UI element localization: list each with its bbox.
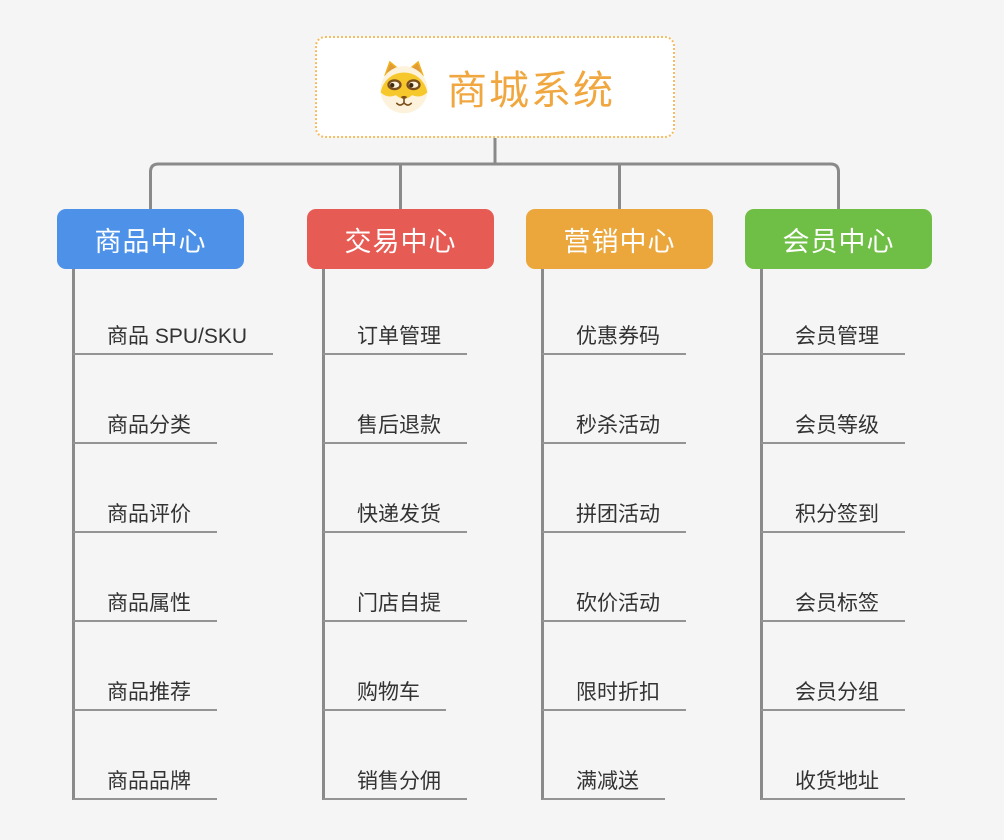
branch-vertical-line	[760, 269, 763, 800]
child-topic-label: 会员等级	[795, 413, 879, 437]
root-title: 商城系统	[447, 69, 615, 113]
child-topic[interactable]: 购物车	[323, 622, 446, 711]
child-topic[interactable]: 商品品牌	[73, 711, 217, 800]
child-topic-label: 优惠券码	[576, 324, 660, 348]
child-topic-label: 会员分组	[795, 680, 879, 704]
branch-label[interactable]: 营销中心	[526, 209, 713, 269]
branch-vertical-line	[72, 269, 75, 800]
child-topic[interactable]: 满减送	[542, 711, 665, 800]
child-topic[interactable]: 售后退款	[323, 355, 467, 444]
child-topic-label: 商品推荐	[107, 680, 191, 704]
child-topic-label: 会员标签	[795, 591, 879, 615]
child-topic-label: 限时折扣	[576, 680, 660, 704]
child-topic[interactable]: 会员管理	[761, 269, 905, 355]
child-topic-label: 秒杀活动	[576, 413, 660, 437]
child-topic-label: 积分签到	[795, 502, 879, 526]
child-topic[interactable]: 快递发货	[323, 444, 467, 533]
child-topic-label: 售后退款	[357, 413, 441, 437]
branch-node-1: 商品中心 商品 SPU/SKU 商品分类 商品评价 商品属性 商品推荐 商品品牌	[57, 209, 327, 809]
child-topic-label: 商品分类	[107, 413, 191, 437]
branch-label[interactable]: 会员中心	[745, 209, 932, 269]
child-topic-label: 拼团活动	[576, 502, 660, 526]
branch-label[interactable]: 商品中心	[57, 209, 244, 269]
branch-vertical-line	[322, 269, 325, 800]
child-topic[interactable]: 收货地址	[761, 711, 905, 800]
child-topic-label: 销售分佣	[357, 769, 441, 793]
child-topic[interactable]: 商品推荐	[73, 622, 217, 711]
child-topic[interactable]: 优惠券码	[542, 269, 686, 355]
child-topic-label: 购物车	[357, 680, 420, 704]
child-topic-label: 快递发货	[357, 502, 441, 526]
child-topic-label: 订单管理	[357, 324, 441, 348]
child-topic-label: 会员管理	[795, 324, 879, 348]
dog-face-icon	[380, 60, 428, 114]
child-topic-label: 商品 SPU/SKU	[107, 324, 248, 348]
child-topic[interactable]: 销售分佣	[323, 711, 467, 800]
child-topic[interactable]: 砍价活动	[542, 533, 686, 622]
branch-node-4: 会员中心 会员管理 会员等级 积分签到 会员标签 会员分组 收货地址	[745, 209, 1004, 809]
child-topic[interactable]: 会员等级	[761, 355, 905, 444]
child-topic[interactable]: 会员标签	[761, 533, 905, 622]
branch-vertical-line	[541, 269, 544, 800]
root-node[interactable]: 商城系统	[315, 36, 675, 138]
child-topic-label: 收货地址	[795, 769, 879, 793]
child-topic-label: 商品属性	[107, 591, 191, 615]
child-topic[interactable]: 商品分类	[73, 355, 217, 444]
child-topic-label: 满减送	[576, 769, 639, 793]
child-topic[interactable]: 商品属性	[73, 533, 217, 622]
child-topic[interactable]: 会员分组	[761, 622, 905, 711]
child-topic[interactable]: 积分签到	[761, 444, 905, 533]
child-topic-label: 商品评价	[107, 502, 191, 526]
child-topic[interactable]: 秒杀活动	[542, 355, 686, 444]
branch-children: 优惠券码 秒杀活动 拼团活动 砍价活动 限时折扣 满减送	[542, 269, 686, 800]
child-topic-label: 门店自提	[357, 591, 441, 615]
branch-node-3: 营销中心 优惠券码 秒杀活动 拼团活动 砍价活动 限时折扣 满减送	[526, 209, 796, 809]
branch-children: 订单管理 售后退款 快递发货 门店自提 购物车 销售分佣	[323, 269, 467, 800]
child-topic[interactable]: 商品评价	[73, 444, 217, 533]
child-topic[interactable]: 商品 SPU/SKU	[73, 269, 274, 355]
branch-node-2: 交易中心 订单管理 售后退款 快递发货 门店自提 购物车 销售分佣	[307, 209, 577, 809]
child-topic-label: 砍价活动	[576, 591, 660, 615]
branch-label[interactable]: 交易中心	[307, 209, 494, 269]
child-topic[interactable]: 限时折扣	[542, 622, 686, 711]
child-topic[interactable]: 拼团活动	[542, 444, 686, 533]
child-topic[interactable]: 订单管理	[323, 269, 467, 355]
branch-children: 会员管理 会员等级 积分签到 会员标签 会员分组 收货地址	[761, 269, 905, 800]
child-topic-label: 商品品牌	[107, 769, 191, 793]
branch-children: 商品 SPU/SKU 商品分类 商品评价 商品属性 商品推荐 商品品牌	[73, 269, 274, 800]
child-topic[interactable]: 门店自提	[323, 533, 467, 622]
